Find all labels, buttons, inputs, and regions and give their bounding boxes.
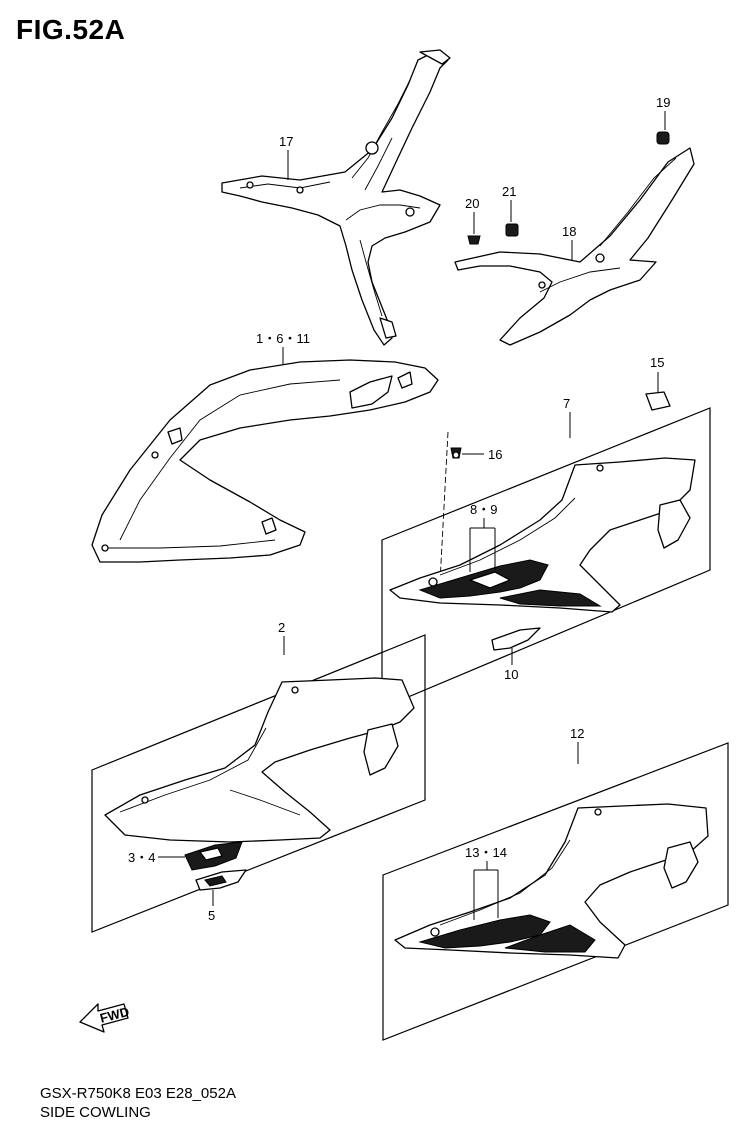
part-3-emblem[interactable]: [184, 841, 243, 871]
callout-10: 10: [504, 667, 518, 682]
figure-caption: SIDE COWLING: [40, 1104, 151, 1121]
callout-16: 16: [488, 447, 502, 462]
forward-direction-arrow-icon: FWD: [79, 1003, 131, 1033]
fwd-label: FWD: [98, 1004, 130, 1026]
callout-20: 20: [465, 196, 479, 211]
part-19-grommet[interactable]: [656, 131, 670, 145]
callout-1-6-11: 1・6・11: [256, 331, 310, 346]
figure-code: GSX-R750K8 E03 E28_052A: [40, 1085, 236, 1102]
kit-box-12: [382, 742, 729, 1041]
part-1-upper-side-cowling[interactable]: [91, 359, 439, 563]
callout-7: 7: [563, 396, 570, 411]
part-18-inner-side-panel[interactable]: [454, 147, 695, 346]
callout-19: 19: [656, 95, 670, 110]
callout-8-9: 8・9: [470, 502, 497, 517]
part-17-inner-panel[interactable]: [221, 49, 451, 346]
callout-17: 17: [279, 134, 293, 149]
callout-2: 2: [278, 620, 285, 635]
callout-12: 12: [570, 726, 584, 741]
part-16-screw[interactable]: [450, 447, 462, 459]
part-10-emblem[interactable]: [491, 627, 541, 651]
callout-21: 21: [502, 184, 516, 199]
callout-3-4: 3・4: [128, 850, 155, 865]
part-12-lower-side-cowling[interactable]: [394, 803, 709, 959]
callout-15: 15: [650, 355, 664, 370]
figure-title: FIG.52A: [16, 14, 126, 45]
kit-box-2: [91, 634, 426, 933]
part-20-screw[interactable]: [467, 235, 481, 245]
part-15-cushion[interactable]: [645, 391, 671, 411]
callout-5: 5: [208, 908, 215, 923]
part-7-lower-side-cowling[interactable]: [389, 457, 696, 613]
part-2-lower-side-cowling[interactable]: [104, 677, 415, 843]
part-21-nut[interactable]: [505, 223, 519, 237]
part-5-emblem[interactable]: [195, 869, 247, 891]
callout-18: 18: [562, 224, 576, 239]
callout-13-14: 13・14: [465, 845, 507, 860]
